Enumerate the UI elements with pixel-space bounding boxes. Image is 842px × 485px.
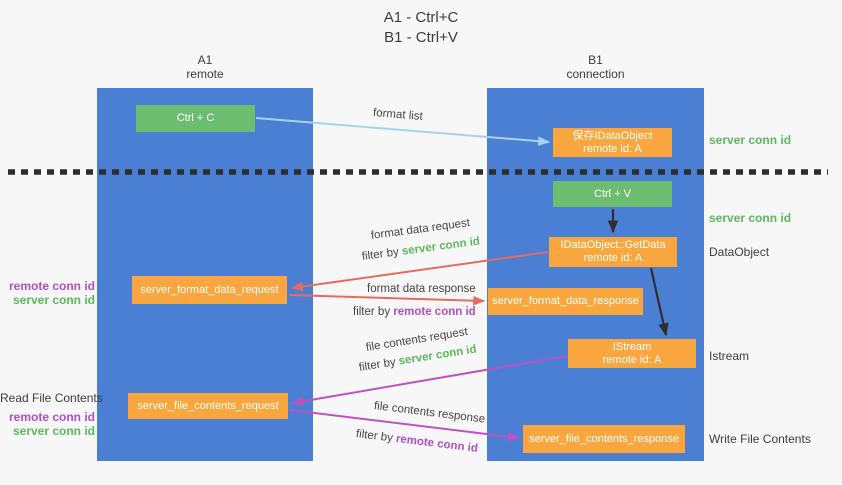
title-line-1: A1 - Ctrl+C [383,9,459,26]
label-filter-by-remote-conn-id-2: filter by remote conn id [355,428,478,455]
node-save-idataobject-line1: 保存IDataObject [572,129,653,142]
label-filter-by-remote-conn-id-1: filter by remote conn id [353,306,476,318]
left-label-remote-conn-id-2: remote conn id [8,410,95,424]
format-data-response-arrow [288,294,486,306]
filter-by-text: filter by [361,245,403,263]
node-ctrl-v: Ctrl + V [553,181,672,207]
right-label-istream: Istream [709,349,750,363]
node-server-file-contents-response-label: server_file_contents_response [529,432,679,445]
node-server-format-data-response-label: server_format_data_response [492,295,639,307]
filter-by-text: filter by [355,428,397,445]
right-label-server-conn-id-1: server conn id [709,133,792,147]
node-server-format-data-request: server_format_data_request [132,276,287,304]
node-idataobject-getdata: IDataObject::GetData remote id: A [549,237,677,267]
node-istream: IStream remote id: A [568,339,696,368]
lane-a-role: remote [186,67,224,81]
lane-b-header: B1 connection [487,53,704,81]
left-label-remote-conn-id-1: remote conn id [8,279,95,293]
node-idataobject-getdata-line1: IDataObject::GetData [560,239,666,251]
node-ctrl-c-label: Ctrl + C [176,112,215,124]
right-label-server-conn-id-2: server conn id [709,211,792,225]
filter-by-text: filter by [353,306,394,318]
label-format-list: format list [372,107,424,123]
node-idataobject-getdata-line2: remote id: A [583,252,643,264]
label-file-contents-response: file contents response [373,400,486,426]
diagram-title: A1 - Ctrl+C B1 - Ctrl+V [0,8,842,48]
remote-conn-id-text: remote conn id [393,306,476,318]
right-label-dataobject: DataObject [709,245,770,259]
remote-conn-id-text: remote conn id [395,432,479,455]
node-save-idataobject-line2: remote id: A [583,142,642,155]
left-label-server-conn-id-2: server conn id [12,424,95,438]
node-save-idataobject: 保存IDataObject remote id: A [553,128,672,157]
left-label-server-conn-id-1: server conn id [12,293,95,307]
lane-a-header: A1 remote [97,53,313,81]
node-server-file-contents-response: server_file_contents_response [523,425,685,453]
lane-b-id: B1 [588,53,603,67]
node-server-file-contents-request-label: server_file_contents_request [137,399,279,412]
server-conn-id-text: server conn id [401,235,481,258]
node-ctrl-c: Ctrl + C [136,105,255,132]
lane-b-role: connection [566,67,625,81]
node-server-format-data-response: server_format_data_response [488,288,643,315]
node-server-format-data-request-label: server_format_data_request [140,283,279,296]
label-format-data-response: format data response [367,283,476,295]
node-ctrl-v-label: Ctrl + V [594,187,631,200]
title-line-2: B1 - Ctrl+V [384,29,458,46]
node-server-file-contents-request: server_file_contents_request [128,393,288,419]
lane-a-id: A1 [197,53,213,67]
right-label-write-file-contents: Write File Contents [709,432,811,446]
filter-by-text: filter by [358,355,400,374]
left-label-read-file-contents: Read File Contents [0,391,103,405]
node-istream-line1: IStream [612,340,652,353]
node-istream-line2: remote id: A [602,353,662,366]
